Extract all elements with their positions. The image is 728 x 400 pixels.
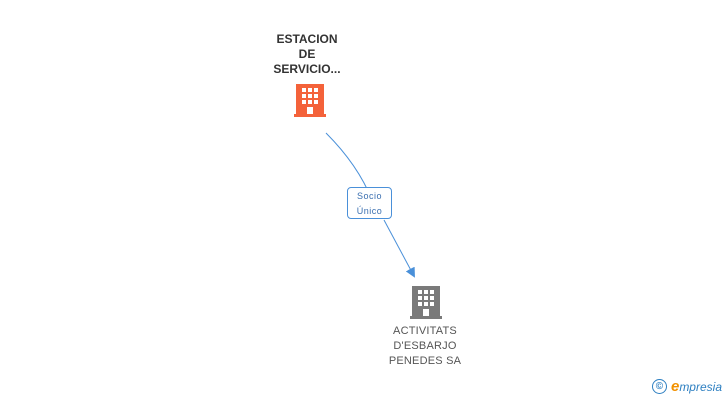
building-icon[interactable] <box>294 84 326 117</box>
brand-logo: empresia <box>671 378 722 395</box>
edge-label-line1: Socio <box>356 191 382 201</box>
brand-watermark: © empresia <box>651 376 722 396</box>
source-node-label[interactable]: ESTACION DE SERVICIO... <box>273 32 341 76</box>
building-icon[interactable] <box>410 286 442 319</box>
edge-label-badge: Socio Único <box>347 187 392 219</box>
edge-connector-arrow <box>383 219 415 278</box>
brand-logo-initial: e <box>670 377 680 395</box>
brand-logo-text: mpresia <box>679 379 722 394</box>
edge-label-line2: Único <box>356 206 383 216</box>
target-node-label[interactable]: ACTIVITATS D'ESBARJO PENEDES SA <box>388 325 462 367</box>
copyright-icon: © <box>651 378 667 394</box>
